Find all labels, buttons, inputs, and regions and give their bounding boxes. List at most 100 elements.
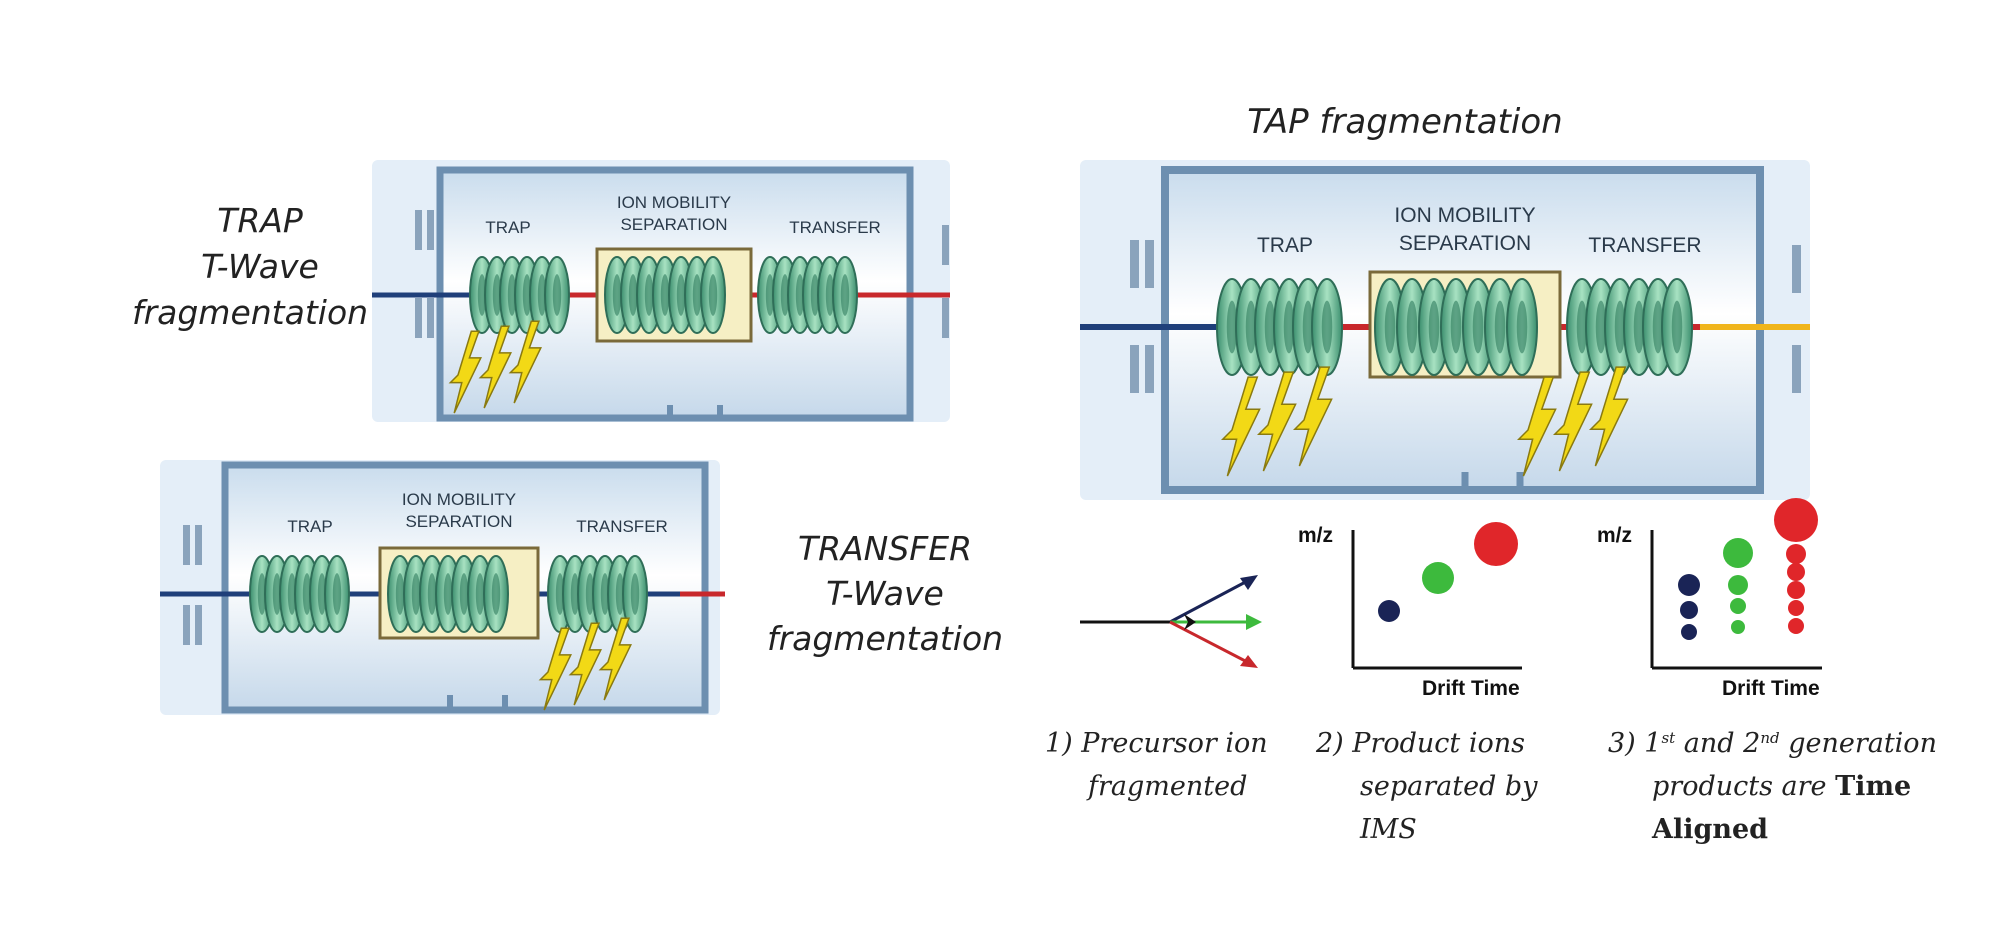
ring-aperture (552, 274, 562, 316)
ring-aperture (825, 274, 835, 316)
ion-dot (1774, 498, 1818, 542)
lightning-bolt-icon (508, 320, 542, 404)
step3-caption: 3) 1st and 2nd generation products are T… (1608, 728, 1937, 845)
lightning-bolt-icon (1256, 371, 1297, 472)
ion-dot (1788, 600, 1804, 616)
ring-aperture (1450, 300, 1462, 354)
lightning-bolt-icon (568, 622, 602, 706)
ring-aperture (427, 573, 437, 615)
ring-aperture (537, 274, 547, 316)
ring-aperture (1472, 300, 1484, 354)
arrowhead-center (1184, 614, 1196, 630)
time-aligned-plot: m/z Drift Time (1597, 498, 1822, 700)
ion-dot-red (1474, 522, 1518, 566)
ring-aperture (1595, 300, 1607, 354)
lightning-bolt-icon (1516, 376, 1557, 477)
ring-aperture (570, 573, 580, 615)
ion-dot (1681, 624, 1697, 640)
panel-title-line: T-Wave (201, 247, 319, 286)
ring-aperture (1428, 300, 1440, 354)
arrowhead (1240, 575, 1258, 590)
panel-title-line: fragmentation (767, 619, 1003, 658)
entrance-plate (183, 525, 190, 565)
caption-text: 3) 1 (1608, 728, 1661, 759)
chamber-flange (225, 695, 705, 713)
panel-title-line: fragmentation (132, 293, 368, 332)
ring-aperture (459, 573, 469, 615)
panel-title-line: TRANSFER (798, 529, 972, 568)
ring-aperture (1406, 300, 1418, 354)
section-label-ims-2: SEPARATION (620, 215, 727, 234)
ring-aperture (585, 573, 595, 615)
ring-aperture (507, 274, 517, 316)
section-label-ims-1: ION MOBILITY (402, 490, 516, 509)
ion-dot-green (1422, 562, 1454, 594)
caption-line: Aligned (1651, 814, 1768, 845)
chamber-flange (1165, 472, 1760, 494)
fragment-arrow-red (1169, 620, 1254, 667)
ring-aperture (1633, 300, 1645, 354)
ion-dot (1788, 618, 1804, 634)
ring-aperture (492, 274, 502, 316)
caption-line: 1) Precursor ion (1045, 728, 1268, 759)
entrance-plate (415, 298, 422, 338)
tap-panel-instrument: TRAP ION MOBILITY SEPARATION TRANSFER (1080, 160, 1810, 500)
ring-aperture (1614, 300, 1626, 354)
ring-stack (1216, 278, 1693, 376)
ring-aperture (840, 274, 850, 316)
arrowhead (1240, 655, 1258, 668)
section-label-transfer: TRANSFER (1588, 234, 1701, 257)
fragment-arrow-dark (1169, 576, 1254, 624)
transfer-panel-instrument: TRAP ION MOBILITY SEPARATION TRANSFER (160, 460, 725, 715)
entrance-plate (1130, 240, 1139, 288)
ring-aperture (765, 274, 775, 316)
trap-panel-title: TRAP T-Wave fragmentation (132, 201, 368, 332)
ring-aperture (491, 573, 501, 615)
entrance-plate (183, 605, 190, 645)
ion-dot (1731, 620, 1745, 634)
caption-line: products are Time (1652, 771, 1911, 802)
section-label-ims-1: ION MOBILITY (1394, 204, 1535, 227)
plot-xlabel: Drift Time (1422, 677, 1520, 700)
arrowhead (1246, 614, 1262, 630)
ring-aperture (1516, 300, 1528, 354)
caption-text: products are (1652, 771, 1835, 802)
ion-dot (1787, 563, 1805, 581)
step1-caption: 1) Precursor ion fragmented (1045, 728, 1268, 802)
section-label-transfer: TRANSFER (789, 218, 881, 237)
ring-aperture (1245, 300, 1257, 354)
ring-aperture (477, 274, 487, 316)
ion-dot (1728, 575, 1748, 595)
ring-aperture (628, 274, 638, 316)
lightning-bolt-icon (1588, 366, 1629, 467)
ring-aperture (317, 573, 327, 615)
caption-line: separated by (1360, 771, 1538, 802)
trap-panel-instrument: TRAP ION MOBILITY SEPARATION TRANSFER (372, 160, 950, 422)
ring-aperture (443, 573, 453, 615)
ring-aperture (411, 573, 421, 615)
precursor-fragmentation-arrows (1080, 575, 1262, 668)
caption-line: IMS (1359, 814, 1417, 845)
tap-panel: TAP fragmentation TRAP ION MOBILITY SEPA… (1080, 102, 1810, 500)
ims-separation-plot: m/z Drift Time (1298, 522, 1522, 700)
ring-aperture (780, 274, 790, 316)
ring-aperture (1576, 300, 1588, 354)
section-label-trap: TRAP (1257, 234, 1313, 257)
ring-aperture (1302, 300, 1314, 354)
ring-stack (469, 256, 858, 334)
ring-aperture (1321, 300, 1333, 354)
caption-text: and 2 (1675, 728, 1760, 759)
step2-caption: 2) Product ions separated by IMS (1315, 728, 1538, 845)
lightning-bolt-icon (1552, 371, 1593, 472)
lightning-bolt-icon (448, 330, 482, 414)
entrance-plate (195, 605, 202, 645)
ion-dot (1786, 544, 1806, 564)
section-label-trap: TRAP (485, 218, 530, 237)
fragmentation-bolts (1220, 366, 1629, 477)
caption-line: 2) Product ions (1315, 728, 1525, 759)
superscript: nd (1760, 729, 1779, 747)
ring-aperture (257, 573, 267, 615)
exit-plate (1792, 245, 1801, 293)
chamber-flange (440, 405, 910, 421)
